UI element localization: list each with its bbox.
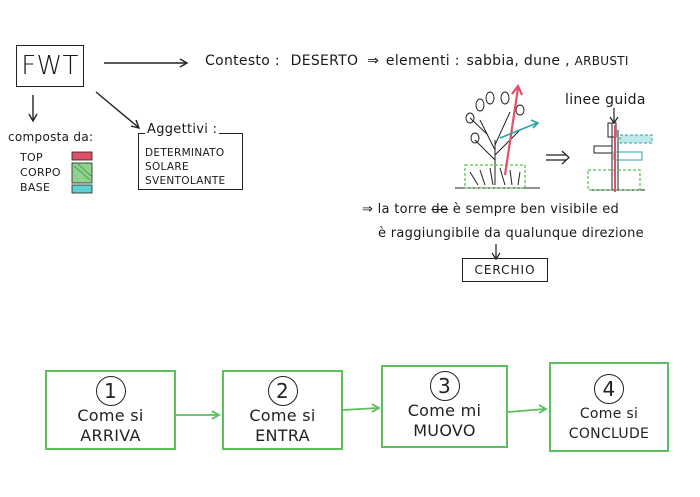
step-4-line2: CONCLUDE bbox=[568, 426, 650, 442]
shrub-sketch bbox=[455, 91, 540, 189]
tower-top-box bbox=[619, 134, 653, 144]
shrub-teal-arrow bbox=[499, 119, 540, 139]
adjectives-box: Aggettivi : DETERMINATO SOLARE SVENTOLAN… bbox=[138, 122, 243, 190]
tower-text: la torre bbox=[377, 202, 427, 217]
guide-lines-label: linee guida bbox=[565, 92, 646, 108]
step-number-2: 2 bbox=[267, 376, 298, 406]
adjectives-list: DETERMINATO SOLARE SVENTOLANTE bbox=[145, 146, 226, 188]
tower-sentence-line2: è raggiungibile da qualunque direzione bbox=[378, 226, 644, 241]
logo-text: FWT bbox=[21, 51, 79, 81]
step-number-1: 1 bbox=[95, 376, 126, 406]
step-1-line2: ARRIVA bbox=[80, 426, 141, 445]
bar-top bbox=[71, 151, 93, 161]
logo-box: FWT bbox=[16, 45, 84, 87]
bar-base bbox=[71, 184, 93, 194]
arrow-to-parts bbox=[28, 95, 38, 123]
arrow-to-context bbox=[104, 58, 189, 68]
tower-sentence-line1: ⇒ la torre de è sempre ben visibile ed bbox=[362, 202, 619, 217]
context-line: Contesto : DESERTO ⇒ elementi : sabbia, … bbox=[205, 53, 629, 69]
step-number-4: 4 bbox=[594, 374, 624, 404]
circle-label: CERCHIO bbox=[474, 263, 536, 277]
part-top: TOP bbox=[20, 151, 43, 164]
tower-sketch bbox=[590, 122, 645, 191]
step-arrow-3 bbox=[507, 404, 548, 414]
tower-struck-word: de bbox=[431, 202, 449, 217]
context-arrow: ⇒ bbox=[367, 53, 380, 69]
step-arrow-2 bbox=[342, 403, 381, 413]
part-corpo: CORPO bbox=[20, 166, 61, 179]
step-number-3: 3 bbox=[429, 371, 460, 401]
part-base: BASE bbox=[20, 181, 51, 194]
composed-label: composta da: bbox=[8, 130, 94, 144]
circle-box: CERCHIO bbox=[462, 258, 548, 282]
arrow-to-circle bbox=[491, 244, 501, 261]
adjectives-title: Aggettivi : bbox=[145, 122, 220, 137]
adjective-sventolante: SVENTOLANTE bbox=[145, 175, 226, 187]
parts-list: TOP CORPO BASE bbox=[20, 150, 61, 195]
adjective-determinato: DETERMINATO bbox=[145, 147, 225, 159]
implies-arrow bbox=[546, 150, 570, 165]
parts-color-bars bbox=[71, 151, 93, 194]
adjective-solare: SOLARE bbox=[145, 161, 189, 173]
elements-label: elementi : bbox=[385, 53, 460, 69]
shrub-red-arrow bbox=[503, 83, 524, 176]
elements-highlight: ARBUSTI bbox=[574, 54, 629, 68]
step-box-4: 4 Come si CONCLUDE bbox=[549, 362, 669, 452]
context-label: Contesto : bbox=[205, 53, 280, 69]
step-box-2: 2 Come si ENTRA bbox=[222, 370, 343, 450]
step-arrow-1 bbox=[176, 410, 221, 420]
guide-arrow bbox=[609, 108, 619, 125]
step-4-line1: Come si bbox=[579, 406, 639, 422]
step-3-line2: MUOVO bbox=[413, 421, 476, 440]
elements-items: sabbia, dune , bbox=[466, 53, 570, 69]
arrow-to-adjectives bbox=[95, 91, 141, 130]
step-2-line2: ENTRA bbox=[255, 426, 310, 445]
step-box-3: 3 Come mi MUOVO bbox=[381, 365, 508, 448]
tower-prefix: ⇒ bbox=[362, 202, 374, 217]
step-1-line1: Come si bbox=[77, 406, 144, 425]
shrub-base-box bbox=[464, 164, 526, 189]
tower-text-rest: è sempre ben visibile ed bbox=[452, 202, 620, 217]
step-3-line1: Come mi bbox=[407, 401, 482, 420]
step-box-1: 1 Come si ARRIVA bbox=[45, 370, 176, 450]
context-value: DESERTO bbox=[290, 53, 359, 69]
step-2-line1: Come si bbox=[249, 406, 316, 425]
